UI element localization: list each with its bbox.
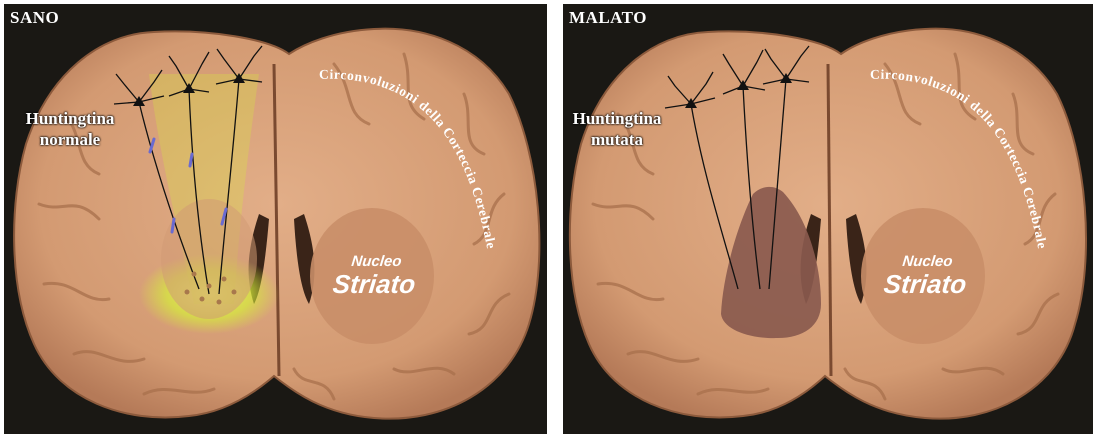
panel-diseased: Circonvoluzioni della Corteccia Cerebral… [563, 4, 1093, 434]
striatum-label-line1: Nucleo [331, 254, 423, 270]
brain-illustration-diseased: Circonvoluzioni della Corteccia Cerebral… [563, 4, 1093, 434]
huntingtin-label: Huntingtina normale [10, 108, 130, 150]
striatum-label-line1: Nucleo [882, 254, 974, 270]
panel-heading: SANO [10, 8, 59, 28]
huntingtin-label: Huntingtina mutata [563, 108, 677, 150]
brain-illustration-healthy: Circonvoluzioni della Corteccia Cerebral… [4, 4, 547, 434]
striatum-label-line2: Striato [328, 270, 421, 298]
striatum-label: Nucleo Striato [328, 254, 423, 298]
striatum-label: Nucleo Striato [879, 254, 974, 298]
panel-healthy: Circonvoluzioni della Corteccia Cerebral… [4, 4, 547, 434]
striatum-label-line2: Striato [879, 270, 972, 298]
panel-heading: MALATO [569, 8, 647, 28]
